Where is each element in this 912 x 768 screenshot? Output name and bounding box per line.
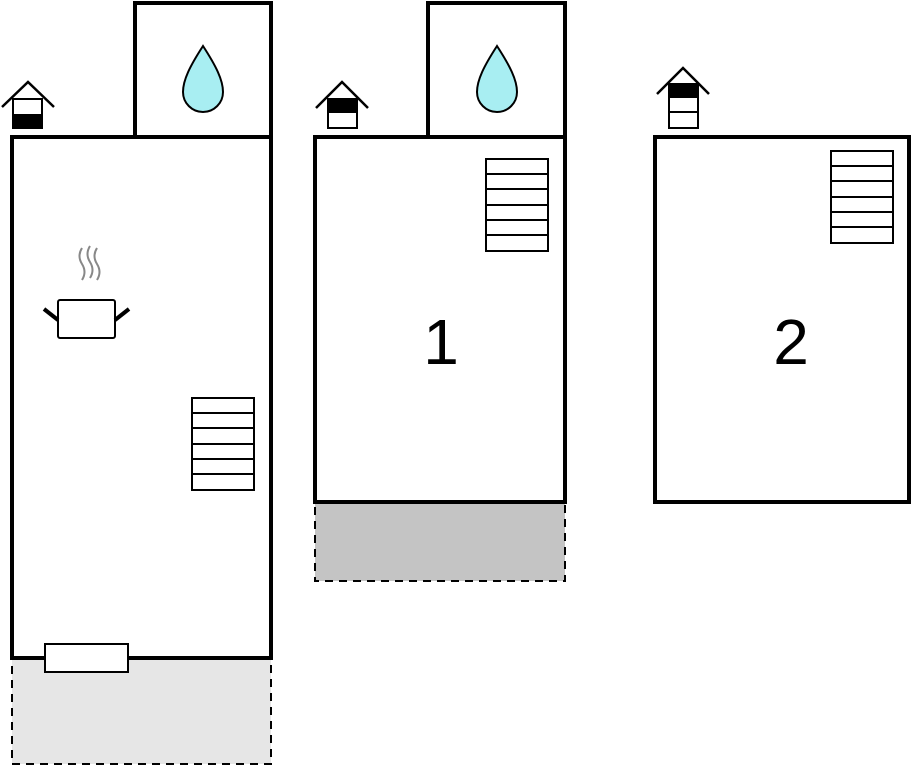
- water-drop-icon: [475, 44, 519, 113]
- staircase-icon: [191, 397, 255, 491]
- floor-number-label: 1: [423, 306, 459, 378]
- second-floor: 2: [653, 66, 911, 504]
- ground-floor: [1, 1, 273, 765]
- balcony: [314, 502, 566, 582]
- first-floor: 1: [313, 1, 567, 582]
- cooking-pot-icon: [42, 245, 131, 339]
- house-level-1-icon: [315, 80, 369, 129]
- door-icon: [44, 643, 129, 673]
- terrace: [11, 657, 272, 765]
- water-drop-icon: [181, 44, 225, 113]
- floor-number-label: 2: [773, 306, 809, 378]
- house-level-2-icon: [656, 66, 710, 129]
- staircase-icon: [830, 150, 894, 244]
- house-level-ground-icon: [1, 80, 55, 129]
- staircase-icon: [485, 158, 549, 252]
